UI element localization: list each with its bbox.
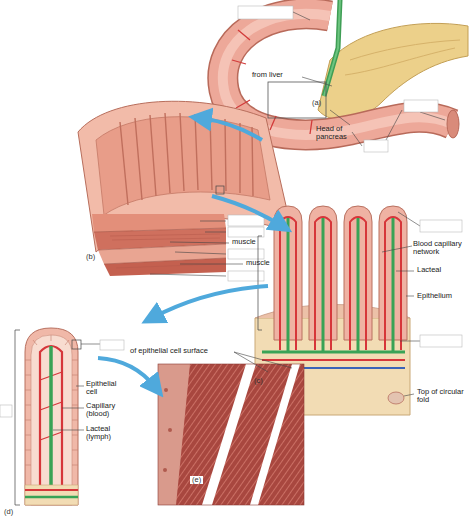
villus-section-part — [25, 489, 78, 491]
duodenum-pancreas-part — [404, 100, 438, 112]
micrograph-part — [202, 364, 256, 505]
part-label: Epithelial cell — [86, 380, 124, 397]
villus-section-part — [72, 340, 81, 349]
duodenum-pancreas-part — [345, 48, 455, 75]
villus-section-part — [100, 340, 124, 350]
duodenum-pancreas-part — [293, 12, 310, 20]
villus-section-part — [62, 408, 84, 409]
micrograph-part — [158, 364, 304, 505]
intestine-segment-part — [228, 215, 264, 226]
part-label: Epithelium — [417, 292, 452, 300]
villi-block-part — [420, 335, 462, 347]
villus-section-part — [25, 496, 78, 499]
duodenum-pancreas-part — [330, 110, 350, 125]
villi-block-part — [420, 220, 462, 232]
duodenum-pancreas-part — [352, 132, 362, 146]
intestine-segment-part — [228, 227, 264, 237]
intestine-segment-part — [170, 242, 229, 243]
intestine-segment-part — [228, 249, 264, 259]
panel-letter: (c) — [254, 377, 263, 385]
villi-block-part — [280, 217, 401, 350]
micrograph-part — [158, 364, 304, 505]
villus-section-part — [76, 386, 84, 387]
duodenum-pancreas-part — [386, 110, 402, 140]
intestine-segment-part — [175, 252, 226, 254]
villus-section-part — [15, 330, 20, 505]
part-label: Top of circular fold — [417, 388, 469, 405]
micrograph-part — [168, 428, 172, 432]
villus-section-part — [25, 485, 78, 505]
villus-section-part — [0, 405, 12, 417]
villus-section-part — [31, 335, 72, 505]
zoom-arrows-part — [152, 286, 268, 318]
micrograph-part — [234, 352, 292, 368]
part-label: of epithelial cell surface — [128, 347, 210, 355]
duodenum-pancreas-part — [324, 0, 340, 96]
intestine-segment — [78, 101, 292, 281]
zoom-arrows-part — [212, 196, 282, 226]
intestine-segment-part — [110, 234, 220, 268]
micrograph-part — [164, 388, 168, 392]
intestine-segment-part — [205, 232, 226, 233]
panel-letter: (e) — [190, 476, 203, 484]
intestine-segment-part — [200, 221, 226, 222]
panel-letter: (b) — [86, 253, 95, 261]
intestine-segment-part — [228, 271, 264, 281]
duodenum-pancreas-part — [302, 77, 332, 86]
villi-block-part — [382, 246, 412, 252]
part-label: Lacteal — [417, 266, 441, 274]
villi-block-part — [400, 341, 420, 342]
micrograph-part — [163, 468, 167, 472]
zoom-arrows-part — [200, 118, 262, 140]
micrograph — [158, 352, 304, 505]
intestine-segment-part — [150, 274, 226, 276]
panel-letter: (a) — [312, 99, 321, 107]
duodenum-pancreas-part — [268, 82, 326, 118]
part-label: Capillary (blood) — [86, 402, 126, 419]
part-label: Lacteal (lymph) — [86, 425, 126, 442]
part-label: from liver — [252, 71, 283, 79]
part-label: muscle — [246, 259, 270, 267]
part-label: Head of pancreas — [316, 125, 358, 142]
villi-block-part — [262, 351, 405, 354]
part-label: muscle — [232, 238, 256, 246]
duodenum-pancreas-part — [350, 40, 460, 60]
panel-letter: (d) — [4, 508, 13, 516]
villi-block-part — [398, 212, 420, 226]
part-label: Blood capillary network — [413, 240, 471, 257]
villi-block-part — [262, 359, 405, 361]
duodenum-pancreas-part — [420, 112, 445, 120]
villi-block-part — [406, 296, 414, 297]
villus-section-part — [49, 346, 53, 495]
duodenum-pancreas-part — [447, 110, 459, 138]
intestine-segment-part — [94, 228, 226, 264]
micrograph-part — [158, 364, 190, 505]
villus-section-part — [53, 430, 84, 431]
villi-block-part — [388, 392, 404, 404]
duodenum-pancreas-part — [364, 140, 388, 152]
villi-block-part — [404, 394, 414, 396]
villi-block-part — [258, 236, 262, 330]
micrograph-part — [234, 352, 268, 372]
zoom-arrows — [98, 118, 282, 388]
villi-block-part — [288, 218, 393, 352]
duodenum-pancreas-part — [324, 0, 340, 96]
villus-section-part — [25, 328, 78, 505]
villus-section-part — [81, 344, 100, 345]
micrograph-part — [250, 364, 300, 505]
duodenum-pancreas-part — [238, 6, 293, 19]
villi-block-part — [396, 271, 414, 272]
intestine-segment-part — [180, 264, 243, 265]
intestine-segment-part — [216, 186, 224, 194]
